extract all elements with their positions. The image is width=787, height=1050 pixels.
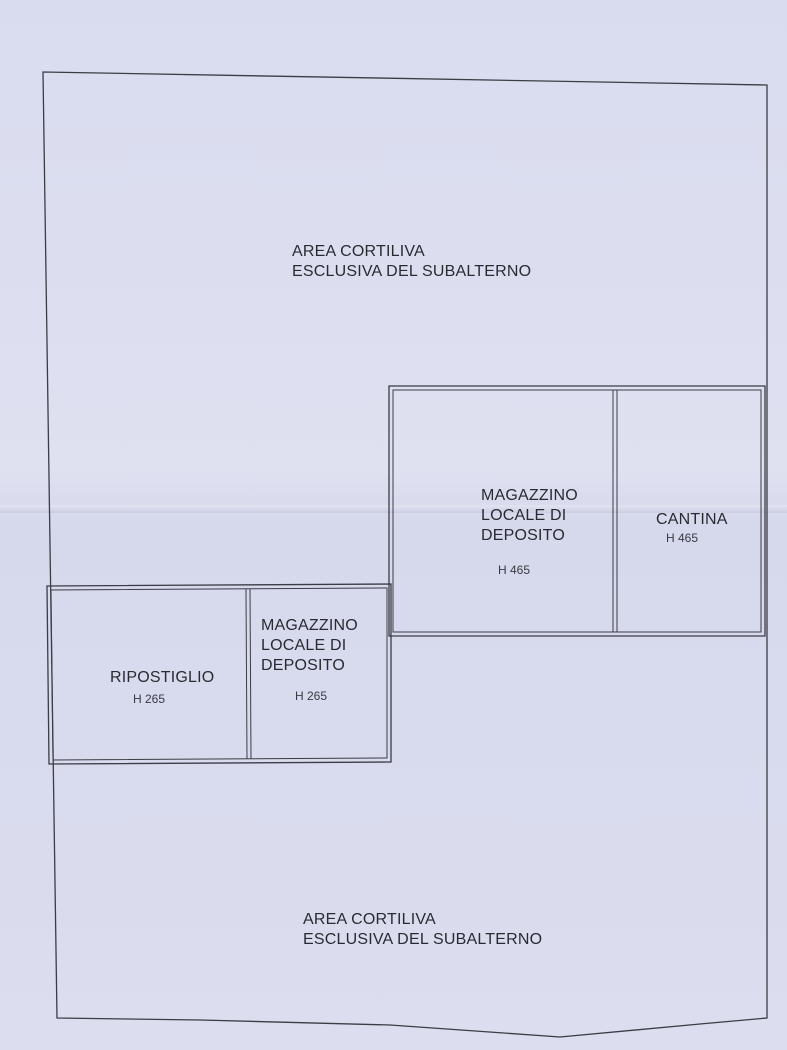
- bottom-area-line2: ESCLUSIVA DEL SUBALTERNO: [303, 931, 543, 948]
- room-label-line1: MAGAZZINO: [261, 617, 358, 634]
- room-height: H 465: [498, 563, 531, 577]
- property-boundary: [42, 71, 768, 1038]
- room-height: H 265: [133, 692, 166, 706]
- room-height: H 265: [295, 689, 328, 703]
- wall-magazzino-cantina: [612, 390, 618, 632]
- room-label-line2: LOCALE DI: [261, 637, 347, 654]
- upper-building-outer: [388, 385, 766, 637]
- upper-building-inner: [392, 389, 762, 633]
- top-area-line1: AREA CORTILIVA: [292, 243, 425, 260]
- room-ripostiglio: RIPOSTIGLIO: [110, 669, 215, 686]
- room-height: H 465: [666, 531, 699, 545]
- room-magazzino-lower: MAGAZZINO LOCALE DI DEPOSITO: [261, 616, 358, 676]
- bottom-area-line1: AREA CORTILIVA: [303, 911, 436, 928]
- lower-building-inner: [50, 587, 388, 761]
- top-area-line2: ESCLUSIVA DEL SUBALTERNO: [292, 263, 532, 280]
- room-label-line3: DEPOSITO: [261, 657, 345, 674]
- room-label-line3: DEPOSITO: [481, 527, 565, 544]
- room-cantina: CANTINA: [656, 511, 728, 528]
- bottom-area-label: AREA CORTILIVA ESCLUSIVA DEL SUBALTERNO: [303, 910, 542, 950]
- wall-ripostiglio-magazzino: [245, 588, 252, 760]
- room-label-line2: LOCALE DI: [481, 507, 567, 524]
- room-magazzino-upper: MAGAZZINO LOCALE DI DEPOSITO: [481, 486, 578, 546]
- top-area-label: AREA CORTILIVA ESCLUSIVA DEL SUBALTERNO: [292, 242, 531, 282]
- lower-building-outer: [46, 583, 392, 765]
- room-label-line1: MAGAZZINO: [481, 487, 578, 504]
